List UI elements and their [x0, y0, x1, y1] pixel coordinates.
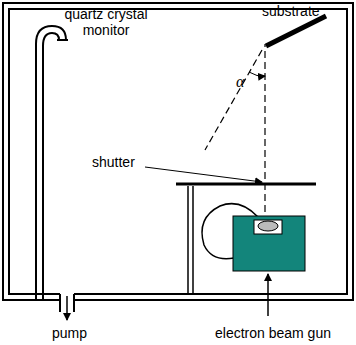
- incidence-line: [205, 50, 262, 150]
- part-name: substrate: [262, 3, 342, 19]
- shutter-post: [187, 186, 189, 294]
- source-material: [258, 221, 278, 231]
- monitor-head: [57, 39, 68, 41]
- part-name: quartz crystal monitor: [56, 6, 156, 38]
- monitor-pipe: [43, 33, 59, 300]
- part-name: pump: [52, 325, 102, 341]
- normal-line: [264, 44, 265, 212]
- pump-port-wall: [73, 294, 75, 312]
- pump-arrow: [66, 296, 68, 320]
- shutter-plate: [176, 183, 316, 186]
- angle-arc: [249, 72, 265, 76]
- pump-port-wall: [59, 294, 61, 312]
- part-name: shutter: [92, 154, 148, 170]
- shutter-post: [192, 186, 194, 294]
- crucible: [254, 220, 282, 234]
- gun-leader: [267, 274, 269, 316]
- part-name: electron beam gun: [198, 325, 348, 341]
- angle-symbol: α: [236, 74, 250, 90]
- gun-body: [233, 216, 305, 271]
- substrate-plate: [266, 16, 326, 46]
- chamber-wall-inner: [9, 9, 347, 294]
- chamber-wall-outer: [3, 3, 353, 300]
- shutter-leader: [145, 167, 262, 182]
- monitor-pipe: [36, 26, 66, 300]
